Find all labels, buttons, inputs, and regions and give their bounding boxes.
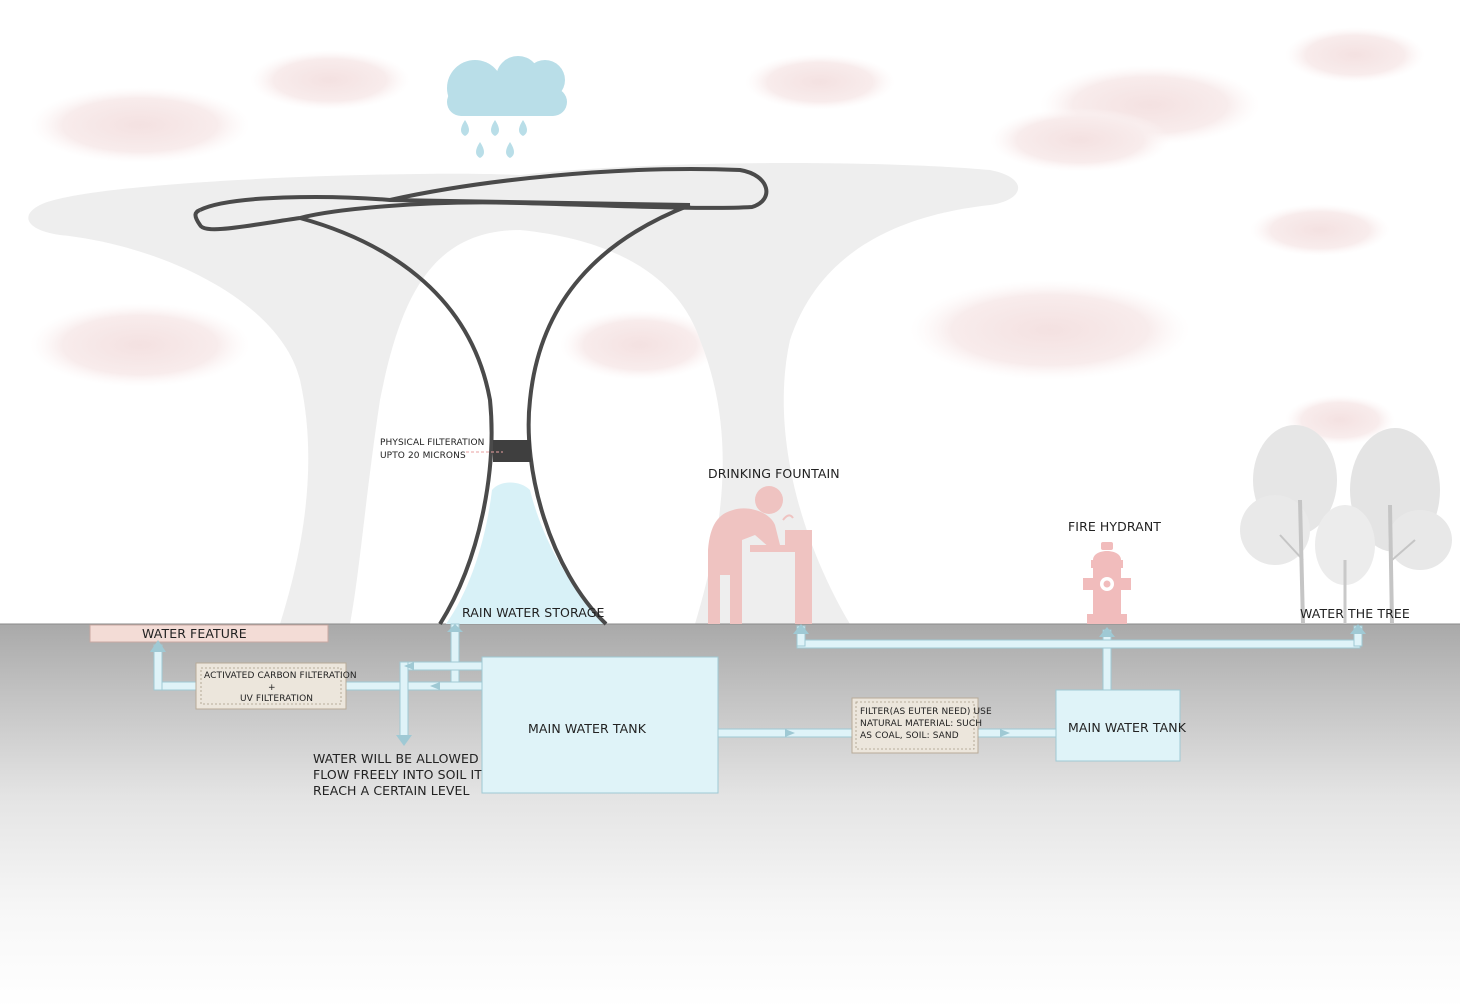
ghost-canopies — [28, 163, 1019, 624]
pink-cloud — [745, 54, 895, 110]
canopy-inner-line — [389, 198, 691, 207]
ghost-canopy-left — [28, 173, 520, 624]
arrow-icon — [785, 729, 795, 737]
fire-hydrant-label: FIRE HYDRANT — [1068, 519, 1161, 534]
carbon-filter-label-3: UV FILTERATION — [240, 694, 313, 704]
pink-cloud — [30, 87, 250, 163]
main-tank-right-label: MAIN WATER TANK — [1068, 720, 1187, 735]
tree-icon — [1350, 428, 1452, 625]
physical-filter-label-1: PHYSICAL FILTERATION — [380, 438, 484, 448]
pipe — [976, 728, 1058, 738]
raindrop — [491, 120, 499, 136]
pink-cloud — [1250, 204, 1390, 256]
water-feature-label: WATER FEATURE — [142, 626, 247, 641]
natural-filter-label-1: FILTER(AS EUTER NEED) USE — [860, 707, 992, 717]
raindrop — [519, 120, 527, 136]
natural-filter-label-2: NATURAL MATERIAL: SUCH — [860, 719, 982, 729]
ghost-canopy-right — [520, 163, 1019, 624]
arrow-icon — [396, 735, 412, 746]
main-water-tank-right — [1055, 689, 1181, 762]
main-water-tank-left — [481, 656, 719, 794]
carbon-filter-label-1: ACTIVATED CARBON FILTERATION — [204, 671, 357, 681]
pipe — [1102, 629, 1112, 691]
background-clouds — [30, 27, 1425, 445]
main-tank-left-label: MAIN WATER TANK — [528, 721, 647, 736]
tree-icon — [1315, 505, 1375, 624]
physical-filter-band — [493, 440, 531, 462]
raindrop — [461, 120, 469, 136]
flow-arrows — [150, 624, 1366, 746]
natural-filter-label-3: AS COAL, SOIL: SAND — [860, 731, 959, 741]
tree-icon — [1240, 425, 1337, 625]
arrow-icon — [404, 662, 414, 670]
pink-cloud — [560, 310, 720, 380]
trunk-left — [299, 216, 494, 626]
physical-filter-label-2: UPTO 20 MICRONS — [380, 451, 466, 461]
pipe — [796, 639, 1361, 649]
fire-hydrant-icon — [1083, 542, 1131, 624]
rain-cloud-icon — [447, 56, 567, 158]
natural-filter-box — [851, 697, 979, 754]
overflow-note-1: WATER WILL BE ALLOWED TO — [313, 751, 501, 766]
overflow-note-2: FLOW FREELY INTO SOIL IT IT — [313, 767, 498, 782]
carbon-uv-filter-box — [195, 662, 347, 710]
pink-cloud — [30, 303, 250, 387]
drinking-fountain-label: DRINKING FOUNTAIN — [708, 466, 840, 481]
pipe — [450, 623, 460, 691]
overflow-note-3: REACH A CERTAIN LEVEL — [313, 783, 470, 798]
canopy-left-curve — [193, 208, 301, 232]
pipe — [399, 661, 409, 738]
arrow-icon — [447, 624, 463, 632]
pink-cloud — [250, 50, 410, 110]
pink-cloud — [990, 108, 1170, 172]
trunk-right — [526, 203, 691, 626]
rain-water-storage-label: RAIN WATER STORAGE — [462, 605, 605, 620]
arrow-icon — [1099, 627, 1115, 637]
arrow-icon — [1350, 624, 1366, 634]
arrow-icon — [793, 624, 809, 634]
pink-cloud — [910, 280, 1190, 380]
carbon-filter-label-2: + — [268, 683, 276, 693]
raindrop — [476, 142, 484, 158]
water-feature-box — [89, 624, 329, 643]
pink-cloud — [1285, 27, 1425, 83]
tree-icons — [1240, 425, 1452, 625]
arrow-icon — [430, 682, 440, 690]
rain-water-storage-fill — [446, 482, 606, 624]
drinking-fountain-icon — [708, 486, 812, 624]
raindrop — [506, 142, 514, 158]
arrow-icon — [150, 640, 166, 652]
umbrella-canopy — [193, 167, 769, 626]
arrow-icon — [1000, 729, 1010, 737]
water-the-tree-label: WATER THE TREE — [1300, 606, 1410, 621]
